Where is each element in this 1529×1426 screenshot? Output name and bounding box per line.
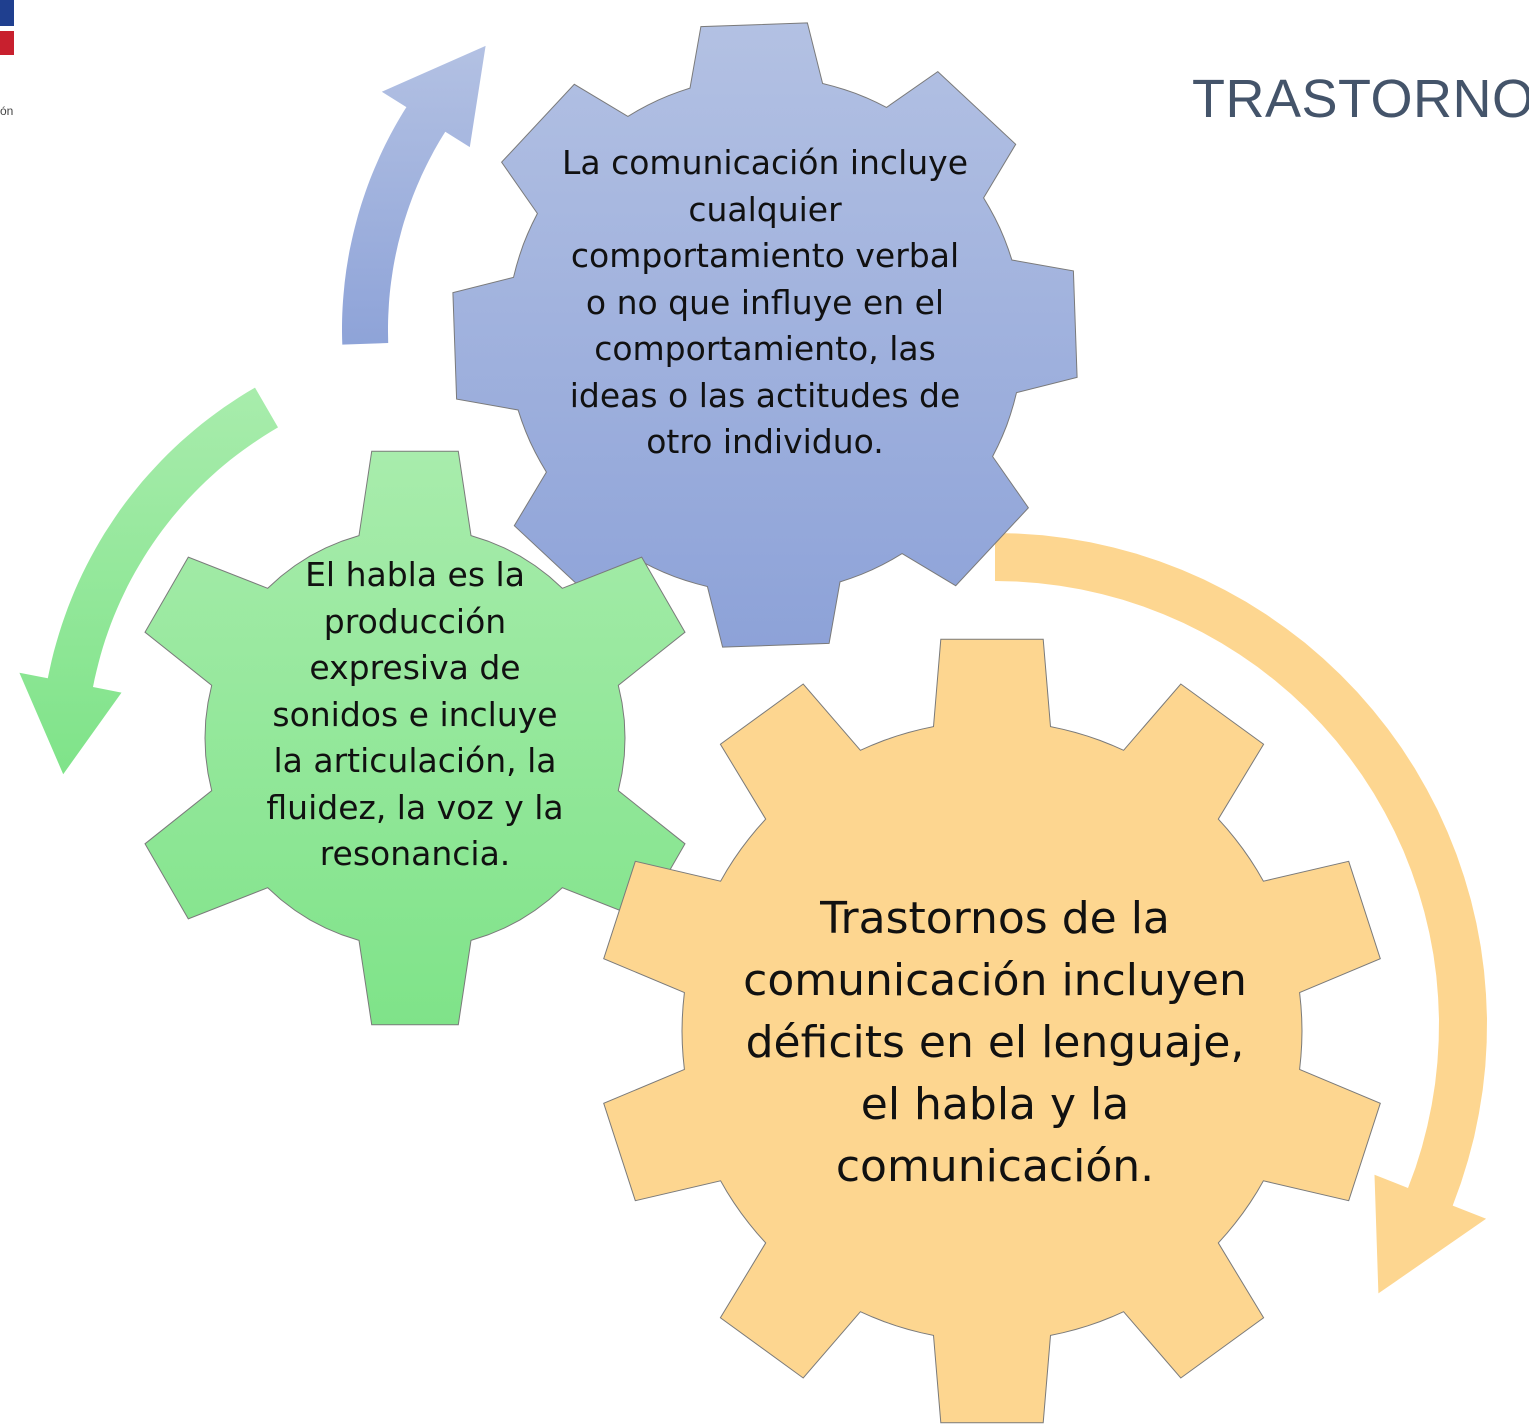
- blue-cycle-arrow: [342, 45, 486, 345]
- orange-cycle-arrow: [995, 533, 1487, 1294]
- speech-gear-text: El habla es la producción expresiva de s…: [266, 555, 564, 873]
- communication-gear: [452, 22, 1078, 648]
- logo-flag-blue: [0, 0, 14, 26]
- slide-title: TRASTORNO: [1192, 69, 1529, 129]
- logo: ón: [0, 0, 40, 130]
- logo-text-fragment: ón: [0, 104, 14, 118]
- communication-gear-text: La comunicación incluye cualquier compor…: [562, 143, 968, 461]
- disorders-gear-text: Trastornos de la comunicación incluyen d…: [743, 893, 1247, 1192]
- speech-gear: [144, 450, 686, 1026]
- logo-flag-red: [0, 31, 14, 55]
- disorders-gear: [603, 638, 1381, 1424]
- green-cycle-arrow: [19, 387, 279, 775]
